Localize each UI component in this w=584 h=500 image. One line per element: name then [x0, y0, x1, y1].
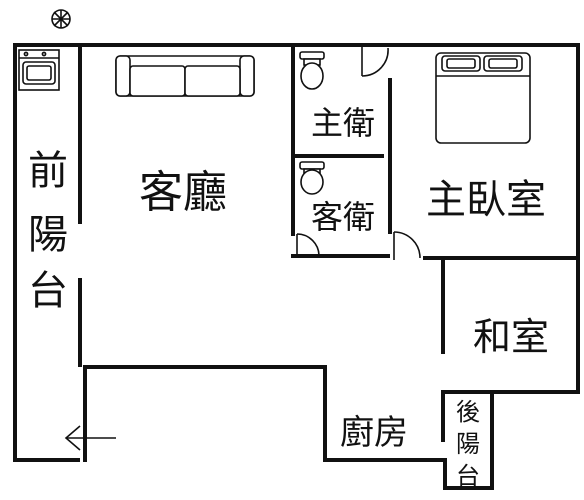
- room-label-back-balcony: 後 陽 台: [456, 398, 480, 490]
- room-label-guest-bath: 客衛: [311, 198, 375, 236]
- front-balcony-char: 台: [28, 268, 68, 314]
- entrance-arrow-icon: [64, 425, 116, 451]
- room-label-living-room: 客廳: [139, 167, 227, 218]
- door-swing-icon: [361, 47, 389, 77]
- door-swing-icon: [296, 233, 320, 257]
- room-label-front-balcony: 前 陽 台: [28, 148, 68, 314]
- washing-machine-icon: [18, 49, 60, 91]
- exterior-walls: [13, 43, 580, 490]
- back-balcony-char: 台: [456, 462, 480, 490]
- room-label-master-bath: 主衛: [311, 104, 375, 142]
- front-balcony-char: 前: [28, 148, 68, 194]
- double-bed-icon: [435, 52, 531, 144]
- toilet-icon: [299, 161, 325, 195]
- back-balcony-char: 後: [456, 398, 480, 426]
- front-balcony-char: 陽: [28, 212, 68, 258]
- room-label-japanese-room: 和室: [473, 315, 549, 359]
- interior-walls: [78, 45, 580, 442]
- room-label-kitchen: 廚房: [340, 413, 408, 453]
- north-compass-icon: [51, 9, 71, 29]
- room-label-master-bedroom: 主臥室: [426, 177, 546, 223]
- back-balcony-char: 陽: [456, 430, 480, 458]
- toilet-icon: [299, 51, 325, 90]
- sofa-icon: [115, 55, 255, 97]
- door-swing-icon: [393, 231, 421, 260]
